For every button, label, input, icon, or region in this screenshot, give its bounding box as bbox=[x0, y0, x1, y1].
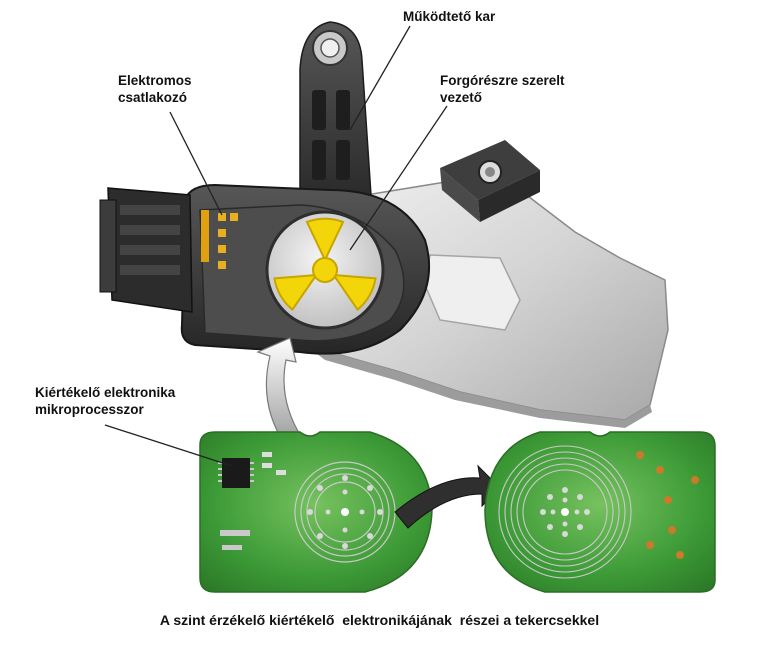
assembly-arrow bbox=[256, 337, 303, 447]
label-rotor-guide: Forgórészre szerelt vezető bbox=[440, 72, 565, 106]
label-evaluation-electronics: Kiértékelő elektronika mikroprocesszor bbox=[35, 384, 175, 418]
label-actuator-arm: Működtető kar bbox=[403, 8, 495, 25]
leader-actuator-arm bbox=[349, 25, 411, 131]
leader-evaluation-electronics bbox=[104, 424, 233, 467]
rotor-guide bbox=[265, 210, 385, 330]
label-electrical-connector-line2: csatlakozó bbox=[118, 90, 188, 105]
label-actuator-arm-text: Működtető kar bbox=[403, 9, 496, 24]
label-electrical-connector-line1: Elektromos bbox=[118, 73, 192, 88]
label-evaluation-electronics-line2: mikroprocesszor bbox=[35, 402, 144, 417]
label-rotor-guide-line1: Forgórészre szerelt bbox=[440, 73, 565, 88]
pcb-left bbox=[199, 431, 433, 593]
actuator-arm bbox=[299, 21, 373, 216]
figure-caption: A szint érzékelő kiértékelő elektronikáj… bbox=[159, 612, 600, 628]
leader-lines bbox=[104, 25, 448, 467]
microprocessor-chip bbox=[222, 458, 250, 488]
mounting-block bbox=[440, 140, 540, 222]
pcb-right bbox=[484, 431, 716, 593]
label-rotor-guide-line2: vezető bbox=[440, 90, 483, 105]
electrical-connector bbox=[99, 187, 238, 313]
leader-rotor-guide bbox=[349, 105, 448, 251]
label-electrical-connector: Elektromos csatlakozó bbox=[118, 72, 192, 106]
leader-electrical-connector bbox=[169, 111, 223, 216]
label-evaluation-electronics-line1: Kiértékelő elektronika bbox=[35, 385, 176, 400]
